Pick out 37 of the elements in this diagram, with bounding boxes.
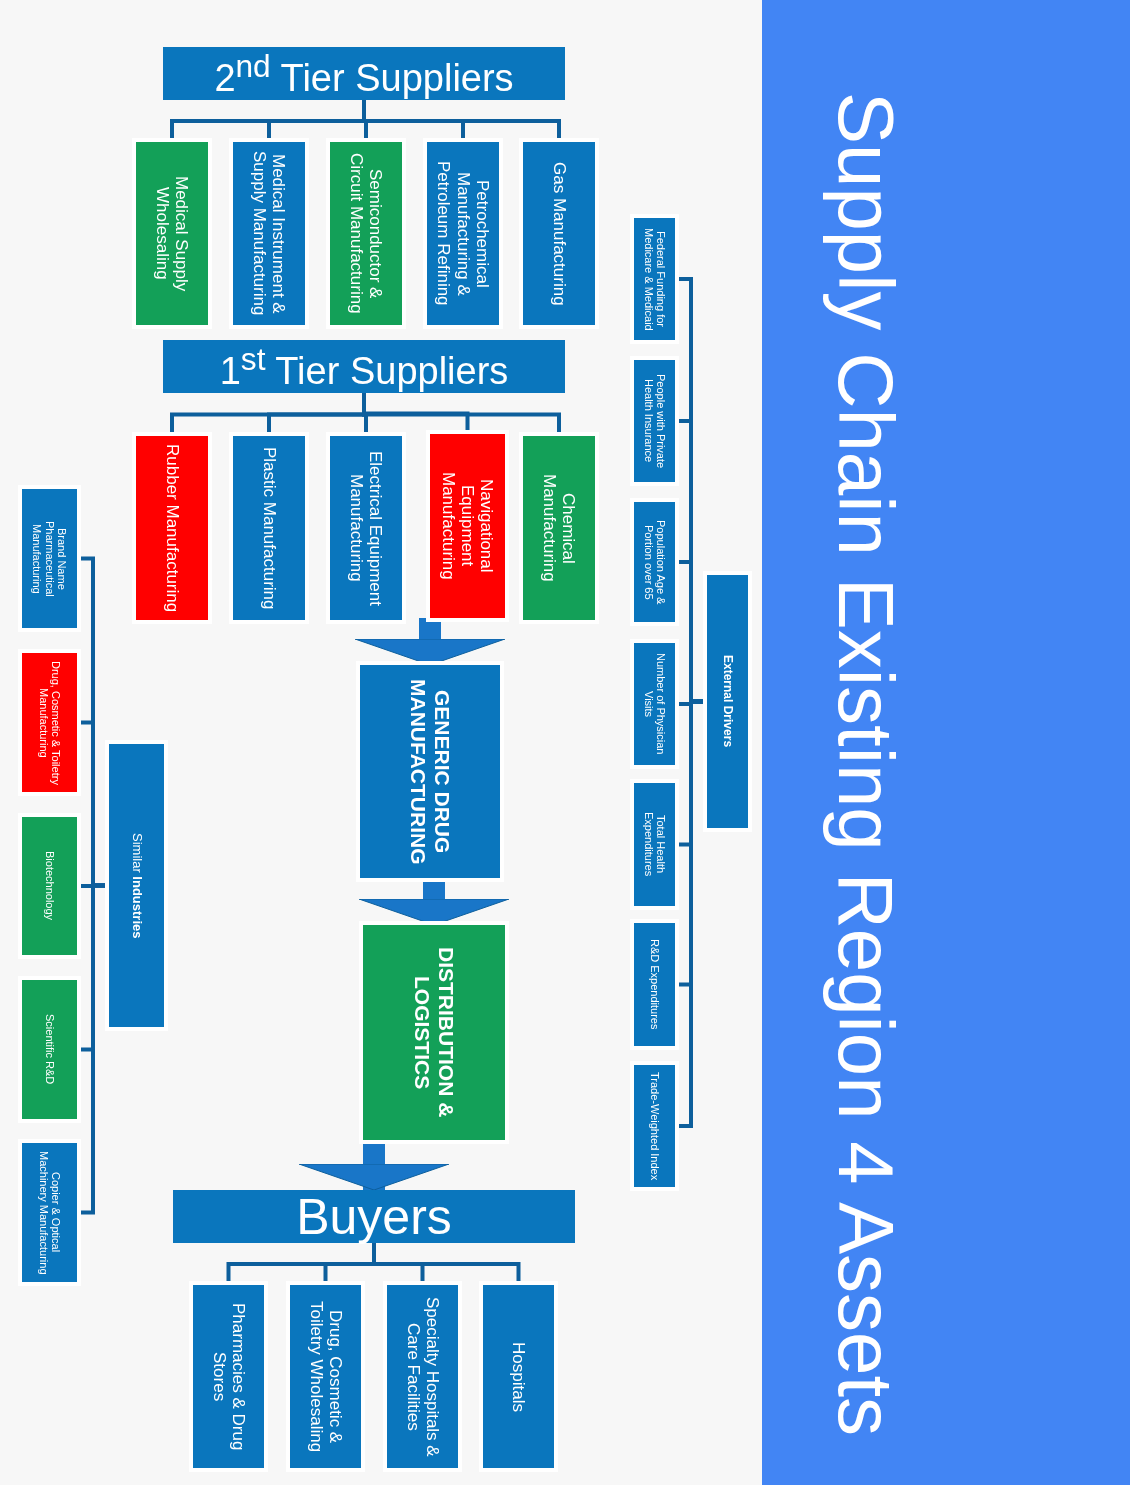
header-title: 1$^{st}$ Tier Suppliers <box>219 343 509 390</box>
box-label: R&D Expenditures <box>648 939 661 1030</box>
box-label: Gas Manufacturing <box>549 161 569 306</box>
box-label: Total Health Expenditures <box>642 811 667 879</box>
box-label: Brand Name Pharmaceutical Manufacturing <box>31 519 68 599</box>
box-label: Electrical Equipment Manufacturing <box>346 449 386 608</box>
box-label: Trade-Weighted Index <box>648 1071 661 1181</box>
box-label: Copier & Optical Machinery Manufacturing <box>37 1149 62 1277</box>
box-label: Medical Instrument & Supply Manufacturing <box>249 150 289 318</box>
box-label: Navigational Equipment Manufacturing <box>438 471 497 582</box>
box-label: Scientific R&D <box>43 1014 56 1085</box>
box-label: Hospitals <box>509 1341 528 1412</box>
box-label: People with Private Health Insurance <box>642 372 667 471</box>
box-label: External Drivers <box>720 655 735 748</box>
box-label: Population Age & Portion over 65 <box>642 518 667 607</box>
box-label: DISTRIBUTION & LOGISTICS <box>410 946 458 1120</box>
box-label: Petrochemical Manufacturing & Petroleum Refining <box>434 160 492 308</box>
box-label: Drug, Cosmetic & Toiletry Manufacturing <box>37 659 62 787</box>
box-label: Federal Funding for Medicare & Medicaid <box>642 226 667 333</box>
box-label: Specialty Hospitals & Care Facilities <box>403 1295 442 1459</box>
buyers-header <box>173 1190 575 1243</box>
box-label: Biotechnology <box>43 851 56 921</box>
tier-header <box>163 47 565 100</box>
header-title: Buyers <box>296 1191 452 1242</box>
box-label: GENERIC DRUG MANUFACTURING <box>406 677 454 867</box>
tier-header <box>163 340 565 393</box>
box-label: Rubber Manufacturing <box>162 443 182 613</box>
box-label: Medical Supply Wholesaling <box>152 174 192 294</box>
box-label: Semiconductor & Circuit Manufacturing <box>346 152 386 316</box>
box-label: Similar Industries <box>129 832 144 939</box>
box-label: Drug, Cosmetic & Toiletry Wholesaling <box>306 1299 345 1455</box>
header-title: 2$^{nd}$ Tier Suppliers <box>214 50 514 97</box>
page-title: Supply Chain Existing Region 4 Assets <box>821 92 912 1437</box>
box-label: Number of Physician Visits <box>642 652 667 757</box>
box-label: Pharmacies & Drug Stores <box>209 1301 248 1453</box>
box-label: Plastic Manufacturing <box>259 446 279 610</box>
box-label: Chemical Manufacturing <box>539 473 579 584</box>
